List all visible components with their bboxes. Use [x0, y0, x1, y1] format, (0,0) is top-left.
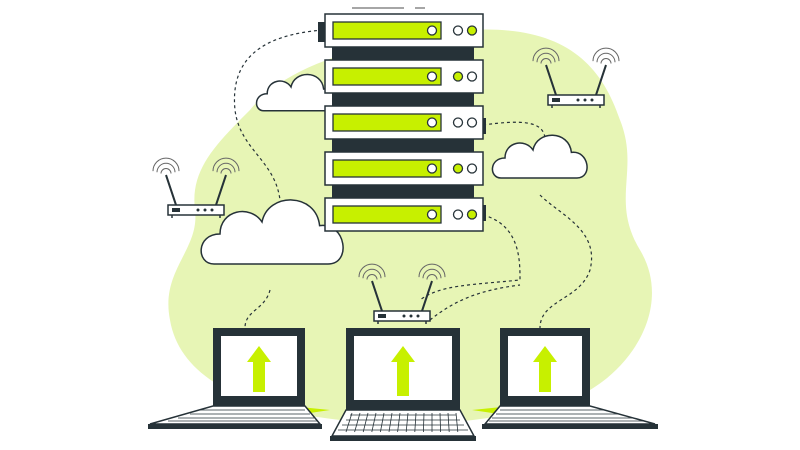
antenna	[371, 280, 383, 312]
status-led-icon	[466, 117, 478, 128]
drive-bay	[332, 159, 442, 178]
keyboard-keys	[168, 409, 318, 422]
wifi-signal-icon	[532, 47, 560, 62]
status-led-icon	[426, 209, 438, 220]
status-led-icon	[426, 71, 438, 82]
status-led-icon	[426, 25, 438, 36]
drive-bay	[332, 21, 442, 40]
router-port	[378, 314, 386, 318]
status-led-icon	[466, 163, 478, 174]
router-top-right	[532, 47, 620, 108]
status-led-icon	[452, 163, 464, 174]
wifi-signal-icon	[536, 52, 556, 63]
wifi-signal-icon	[152, 157, 180, 172]
wifi-signal-icon	[220, 168, 232, 174]
antenna	[595, 64, 607, 96]
router-led	[409, 314, 413, 318]
network-cables	[233, 29, 593, 329]
server-unit	[324, 105, 484, 140]
wifi-signal-icon	[422, 268, 442, 279]
wifi-signal-icon	[212, 157, 240, 172]
status-led-icon	[426, 163, 438, 174]
server-unit	[324, 13, 484, 48]
laptop-center	[330, 328, 476, 441]
wifi-signal-icon	[216, 162, 236, 173]
wifi-signal-icon	[600, 58, 612, 64]
wifi-signal-icon	[426, 274, 438, 280]
drive-bay	[332, 205, 442, 224]
status-led-icon	[466, 209, 478, 220]
cloud-large	[200, 199, 344, 265]
upload-arrow-icon	[533, 346, 557, 392]
server-unit	[324, 197, 484, 232]
keyboard-keys	[489, 409, 644, 422]
wifi-signal-icon	[160, 168, 172, 174]
router-body	[373, 310, 431, 322]
router-port	[552, 98, 560, 102]
cloud-shape	[200, 199, 344, 265]
router-body	[167, 204, 225, 216]
wifi-signal-icon	[358, 263, 386, 278]
drive-bay	[332, 67, 442, 86]
router-center	[358, 263, 446, 324]
keyboard-keys	[338, 412, 468, 433]
routers	[152, 47, 620, 324]
router-led	[576, 98, 580, 102]
status-led-icon	[426, 117, 438, 128]
rack-bracket	[318, 22, 326, 42]
wifi-signal-icon	[362, 268, 382, 279]
antenna	[545, 64, 557, 96]
cloud-shape	[491, 134, 588, 179]
server-unit	[324, 151, 484, 186]
upload-arrow-icon	[247, 346, 271, 392]
laptop-base-edge	[148, 424, 322, 429]
router-led	[590, 98, 594, 102]
router-led	[416, 314, 420, 318]
laptop-base-edge	[482, 424, 658, 429]
antenna	[165, 174, 177, 206]
router-led	[203, 208, 207, 212]
router-led	[402, 314, 406, 318]
wifi-signal-icon	[366, 274, 378, 280]
laptop-left	[148, 328, 330, 429]
laptop-keyboard-deck	[330, 409, 476, 437]
status-led-icon	[466, 25, 478, 36]
status-led-icon	[452, 209, 464, 220]
status-led-icon	[452, 25, 464, 36]
antenna	[421, 280, 433, 312]
router-left	[152, 157, 240, 218]
status-led-icon	[452, 71, 464, 82]
cloud-right	[491, 134, 588, 179]
laptop-right	[472, 328, 658, 429]
upload-arrow-icon	[391, 346, 415, 396]
wifi-signal-icon	[156, 162, 176, 173]
router-led	[210, 208, 214, 212]
server-rack	[318, 7, 486, 232]
wifi-signal-icon	[596, 52, 616, 63]
status-led-icon	[466, 71, 478, 82]
status-led-icon	[452, 117, 464, 128]
laptops	[148, 328, 658, 441]
router-port	[172, 208, 180, 212]
server-unit	[324, 59, 484, 94]
router-body	[547, 94, 605, 106]
wifi-signal-icon	[540, 58, 552, 64]
router-led	[583, 98, 587, 102]
wifi-signal-icon	[592, 47, 620, 62]
router-led	[196, 208, 200, 212]
laptop-base-edge	[330, 436, 476, 441]
antenna	[215, 174, 227, 206]
drive-bay	[332, 113, 442, 132]
wifi-signal-icon	[418, 263, 446, 278]
clouds	[200, 73, 588, 265]
